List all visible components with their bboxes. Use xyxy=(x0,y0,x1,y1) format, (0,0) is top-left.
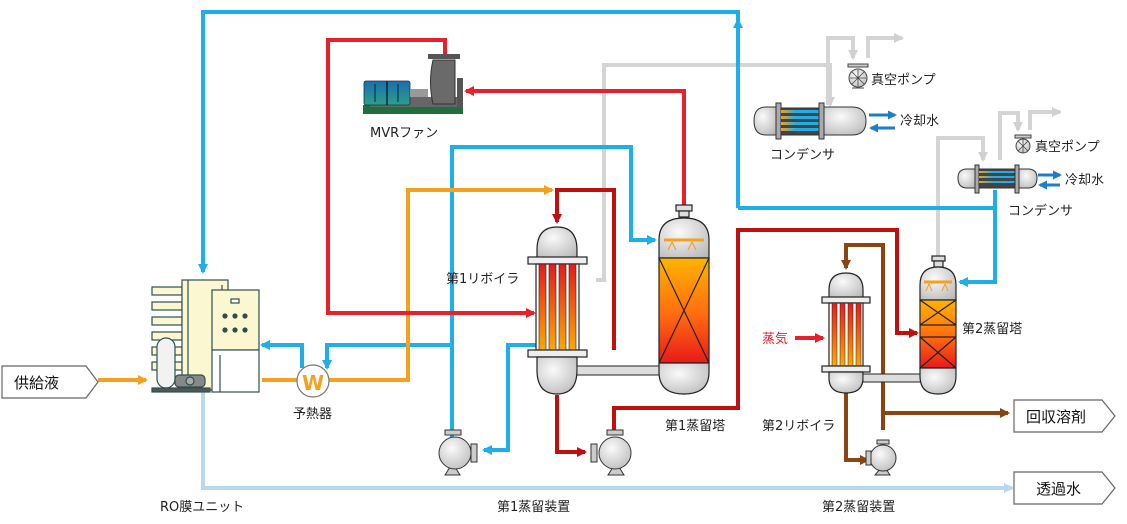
vacuum-pump2-exhaust xyxy=(1028,107,1062,130)
reboiler2-column2-connector xyxy=(862,373,922,383)
mvr-fan xyxy=(363,54,463,114)
feed-label: 供給液 xyxy=(14,374,59,392)
pipes xyxy=(98,10,1062,493)
cooling-water-to-preheater xyxy=(322,343,452,370)
preheater-to-reboiler1 xyxy=(328,185,554,382)
reboiler2-top-return xyxy=(841,243,885,430)
cooling-water-top-loop xyxy=(198,10,740,274)
preheater-label: 予熱器 xyxy=(293,407,332,422)
pump-cooling-water-1 xyxy=(438,429,478,476)
recovered-solvent-box: 回収溶剤 xyxy=(1013,399,1116,433)
pump-reboiler-1 xyxy=(590,429,632,476)
reboiler1-bottom-to-pump xyxy=(555,395,587,457)
condenser2-label: コンデンサ xyxy=(1008,203,1073,219)
reboiler2-label: 第2リボイラ xyxy=(762,419,835,434)
vent-line-condenser2-to-vacuum-pump2 xyxy=(998,111,1023,160)
mvr-to-reboiler1 xyxy=(326,38,536,318)
column1-label: 第1蒸留塔 xyxy=(665,419,725,434)
preheater: W xyxy=(296,364,330,398)
cooling-water2-label: 冷却水 xyxy=(1065,173,1104,188)
reboiler1-column1-connector xyxy=(576,365,662,376)
permeate-label: 透過水 xyxy=(1036,480,1081,498)
reboiler-1 xyxy=(527,226,588,395)
cooling-water1-label: 冷却水 xyxy=(900,114,939,129)
unit1-label: 第1蒸留装置 xyxy=(497,500,570,515)
condenser-2 xyxy=(957,164,1038,194)
vent-line-column2-to-condenser2 xyxy=(936,136,988,258)
distillation-column-1 xyxy=(658,204,710,395)
vacuum-pump2-label: 真空ポンプ xyxy=(1035,140,1100,155)
reboiler1-label: 第1リボイラ xyxy=(446,272,519,287)
column1-bottoms-to-column2 xyxy=(612,228,919,430)
ro-membrane-unit xyxy=(151,279,260,393)
cooling-water-preheater-to-ro xyxy=(260,340,304,368)
reboiler1-to-pump xyxy=(482,343,537,455)
condenser-1 xyxy=(753,102,867,140)
feed-box: 供給液 xyxy=(1,365,99,399)
unit2-label: 第2蒸留装置 xyxy=(822,500,895,515)
mvr-fan-label: MVRファン xyxy=(370,126,438,141)
condenser1-label: コンデンサ xyxy=(770,147,835,163)
steam-label: 蒸気 xyxy=(762,331,788,347)
reboiler1-top-return xyxy=(552,188,616,350)
vacuum-pump1-label: 真空ポンプ xyxy=(871,73,936,88)
vent-line-condenser1-to-vacuum-pump1 xyxy=(826,36,858,105)
permeate-line xyxy=(201,392,1014,493)
vacuum-pump1-exhaust xyxy=(866,33,904,58)
cooling-water-to-column2 xyxy=(958,208,997,287)
reboiler2-bottom-to-pump xyxy=(844,392,870,465)
vacuum-pump-1 xyxy=(847,63,869,89)
ro-unit-label: RO膜ユニット xyxy=(160,500,244,515)
distillation-column-2 xyxy=(919,255,957,395)
permeate-box: 透過水 xyxy=(1013,471,1116,505)
preheater-symbol: W xyxy=(302,371,324,395)
column2-label: 第2蒸留塔 xyxy=(962,322,1022,337)
vacuum-pump-2 xyxy=(1014,134,1032,154)
column1-vapor-to-mvr xyxy=(464,86,686,207)
cooling-water-to-column1 xyxy=(450,145,657,450)
pump-reboiler-2 xyxy=(865,439,897,476)
recovered-solvent-label: 回収溶剤 xyxy=(1026,408,1086,426)
cooling-water-condenser-return xyxy=(738,190,997,210)
